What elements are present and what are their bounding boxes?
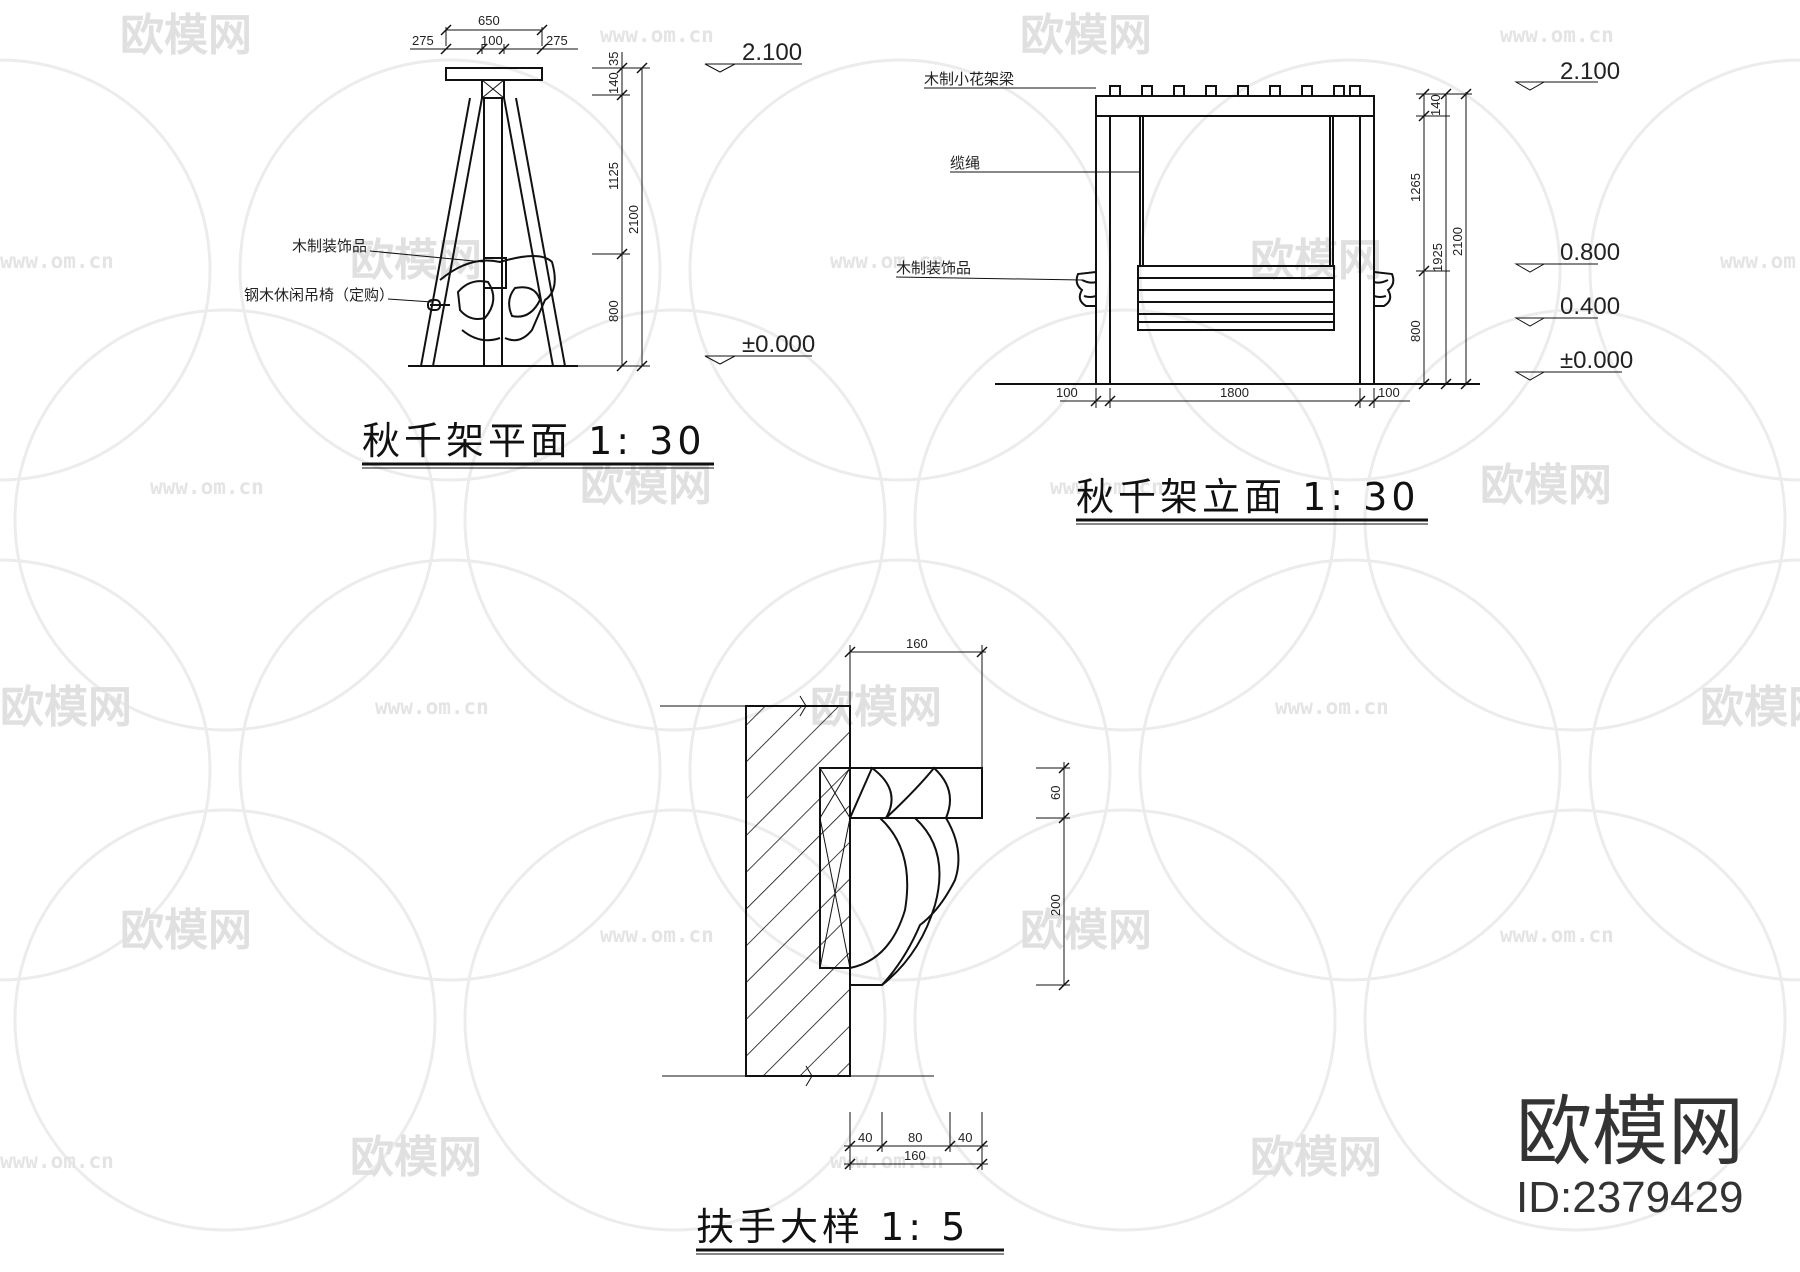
plan-a-frame bbox=[408, 97, 578, 367]
elev-dim-1265: 1265 bbox=[1408, 173, 1423, 202]
elev-mark-0400: 0.400 bbox=[1514, 293, 1620, 327]
elev-swing-seat bbox=[1137, 265, 1335, 331]
plan-dim-275-right: 275 bbox=[546, 33, 568, 48]
plan-elevation-top: 2.100 bbox=[704, 39, 802, 73]
svg-text:40: 40 bbox=[958, 1130, 972, 1145]
plan-top-block bbox=[481, 79, 505, 99]
plan-dim-2100: 2100 bbox=[626, 205, 641, 234]
watermark-logo: 欧模网 bbox=[350, 235, 482, 286]
plan-swing-chair bbox=[427, 255, 556, 342]
watermark-logo: 欧模网 bbox=[0, 682, 132, 733]
elev-label-rope: 缆绳 bbox=[950, 154, 980, 172]
plan-label-ornament: 木制装饰品 bbox=[292, 237, 367, 255]
elev-dim-bottom: 100 1800 100 bbox=[1056, 385, 1410, 408]
svg-text:160: 160 bbox=[904, 1148, 926, 1163]
watermark-logo: 欧模网 bbox=[1480, 460, 1612, 511]
watermark-logo: 欧模网 bbox=[120, 10, 252, 61]
watermark-url: www.om.cn bbox=[375, 695, 489, 719]
elev-dim-1800: 1800 bbox=[1220, 385, 1249, 400]
plan-dim-side: 35 140 1125 800 2100 bbox=[578, 52, 650, 372]
watermark-url: www.om.cn bbox=[0, 249, 114, 273]
elev-rafter-blocks bbox=[1109, 85, 1361, 97]
plan-dim-800: 800 bbox=[606, 300, 621, 322]
plan-label-chair: 钢木休闲吊椅（定购） bbox=[244, 286, 394, 304]
elev-mark-0800: 0.800 bbox=[1514, 239, 1620, 273]
svg-text:2.100: 2.100 bbox=[1560, 58, 1620, 85]
watermark-logo: 欧模网 bbox=[1250, 1132, 1382, 1183]
elev-dim-100-left: 100 bbox=[1056, 385, 1078, 400]
watermark-url: www.om.cn bbox=[830, 249, 944, 273]
detail-dim-bottom: 40 80 40 160 bbox=[844, 1112, 988, 1170]
watermark-logo: 欧模网 bbox=[120, 905, 252, 956]
watermark-url: www.om.cn bbox=[830, 1149, 944, 1173]
svg-text:200: 200 bbox=[1048, 894, 1063, 916]
elev-dim-side: 140 1265 1925 800 2100 bbox=[1408, 88, 1472, 390]
svg-text:±0.000: ±0.000 bbox=[742, 331, 815, 358]
brand-name: 欧模网 bbox=[1516, 1087, 1744, 1176]
watermark-url: www.om.cn bbox=[150, 475, 264, 499]
elev-ornament-right bbox=[1373, 271, 1395, 307]
elev-dim-800: 800 bbox=[1408, 320, 1423, 342]
svg-text:60: 60 bbox=[1048, 786, 1063, 800]
brand-block: 欧模网 ID:2379429 bbox=[1516, 1087, 1744, 1222]
svg-text:0.400: 0.400 bbox=[1560, 293, 1620, 320]
watermark-logo: 欧模网 bbox=[1020, 905, 1152, 956]
elev-dim-100-right: 100 bbox=[1378, 385, 1400, 400]
svg-text:2.100: 2.100 bbox=[742, 39, 802, 66]
watermark-url: www.om.cn bbox=[600, 923, 714, 947]
plan-dim-35: 35 bbox=[606, 52, 621, 66]
plan-dim-275-left: 275 bbox=[412, 33, 434, 48]
elevation-title: 秋千架立面 1: 30 bbox=[1076, 475, 1420, 519]
elev-dim-2100: 2100 bbox=[1450, 227, 1465, 256]
svg-text:80: 80 bbox=[908, 1130, 922, 1145]
svg-text:40: 40 bbox=[858, 1130, 872, 1145]
plan-dim-1125: 1125 bbox=[606, 162, 621, 190]
plan-dim-140: 140 bbox=[606, 72, 621, 94]
svg-text:160: 160 bbox=[906, 636, 928, 651]
brand-id: ID:2379429 bbox=[1516, 1173, 1744, 1222]
plan-elevation-ground: ±0.000 bbox=[704, 331, 815, 365]
svg-text:±0.000: ±0.000 bbox=[1560, 347, 1633, 374]
watermark-layer: 欧模网 欧模网 欧模网 欧模网 欧模网 欧模网 欧模网 欧模网 欧模网 欧模网 … bbox=[0, 10, 1800, 1232]
svg-text:0.800: 0.800 bbox=[1560, 239, 1620, 266]
plan-dim-top: 650 275 100 275 bbox=[410, 13, 578, 55]
elev-mark-top: 2.100 bbox=[1514, 58, 1620, 91]
watermark-url: www.om.cn bbox=[1275, 695, 1389, 719]
elev-top-beam bbox=[1095, 95, 1375, 117]
watermark-logo: 欧模网 bbox=[1020, 10, 1152, 61]
detail-title: 扶手大样 1: 5 bbox=[696, 1205, 969, 1249]
elev-dim-1925: 1925 bbox=[1430, 243, 1445, 272]
watermark-url: www.om.cn bbox=[1500, 923, 1614, 947]
detail-dim-top: 160 bbox=[844, 636, 988, 768]
watermark-logo: 欧模网 bbox=[1700, 682, 1800, 733]
elev-label-beam: 木制小花架梁 bbox=[924, 70, 1014, 88]
elev-dim-140: 140 bbox=[1428, 94, 1443, 116]
watermark-logo: 欧模网 bbox=[350, 1132, 482, 1183]
elev-ornament-left bbox=[1075, 271, 1097, 307]
plan-title: 秋千架平面 1: 30 bbox=[362, 419, 706, 463]
elevation-view: 木制小花架梁 缆绳 木制装饰品 140 1265 1925 800 2100 bbox=[895, 58, 1633, 525]
elev-label-ornament: 木制装饰品 bbox=[896, 259, 971, 277]
detail-dim-right: 60 200 bbox=[1036, 762, 1070, 991]
detail-view: 160 60 200 40 80 40 160 扶手 bbox=[660, 636, 1070, 1255]
detail-armrest bbox=[819, 766, 983, 986]
watermark-url: www.om.cn bbox=[600, 23, 714, 47]
plan-view: 木制装饰品 钢木休闲吊椅（定购） 650 275 100 275 bbox=[244, 13, 815, 469]
watermark-url: www.om.cn bbox=[1500, 23, 1614, 47]
watermark-url: www.om.cn bbox=[1720, 249, 1800, 273]
watermark-url: www.om.cn bbox=[1050, 475, 1164, 499]
plan-dim-100: 100 bbox=[481, 33, 503, 48]
plan-dim-650: 650 bbox=[478, 13, 500, 28]
elev-mark-ground: ±0.000 bbox=[1514, 347, 1633, 381]
watermark-url: www.om.cn bbox=[0, 1149, 114, 1173]
